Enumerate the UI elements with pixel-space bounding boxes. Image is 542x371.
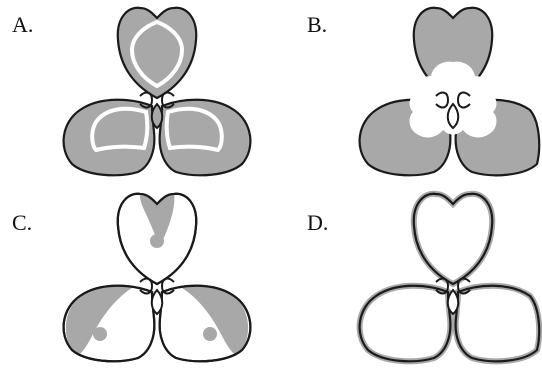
option-a-trefoil <box>0 0 271 185</box>
option-d[interactable]: D. <box>271 186 542 371</box>
wedge-top-tip <box>150 234 164 248</box>
option-c[interactable]: C. <box>0 186 271 371</box>
lobe-top <box>414 194 492 284</box>
wedge-left-tip <box>93 327 107 341</box>
option-d-trefoil <box>271 186 542 371</box>
option-a[interactable]: A. <box>0 0 271 185</box>
option-c-trefoil <box>0 186 271 371</box>
option-b[interactable]: B. <box>271 0 542 185</box>
option-b-trefoil <box>271 0 542 185</box>
lobe-right <box>456 286 540 362</box>
wedge-right-tip <box>203 327 217 341</box>
